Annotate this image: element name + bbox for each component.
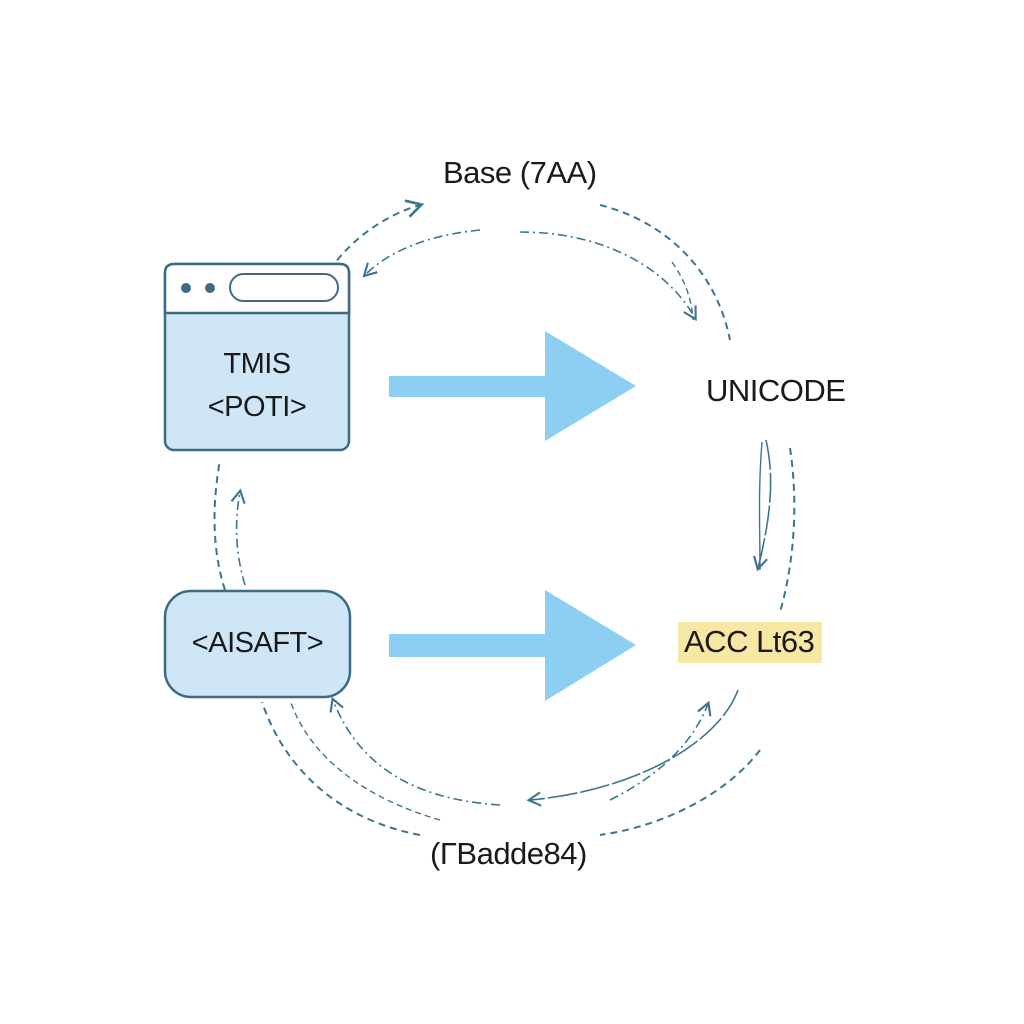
cycle-arc-left-inner	[230, 488, 246, 586]
cycle-arc-bottom-left-inner	[329, 696, 501, 806]
cycle-arc-bottom-right-up	[609, 700, 712, 801]
browser-box-line2: <POTI>	[207, 391, 307, 423]
browser-box-line1: TMIS	[223, 348, 291, 380]
cycle-arc-top-right-tail	[671, 261, 694, 321]
cycle-arc-top-right-inner	[519, 231, 697, 322]
pill-box	[163, 589, 352, 699]
cycle-arc-bottom-left-mid	[289, 699, 441, 821]
cycle-arc-right-outer	[779, 447, 796, 613]
pill-box-label: <AISAFT>	[191, 627, 324, 659]
cycle-arc-top-left-outer	[329, 199, 425, 271]
cycle-arc-top-left-inner	[362, 229, 481, 278]
cycle-arc-bottom-right-outer	[599, 749, 761, 836]
cycle-arc-right-inner	[753, 439, 772, 572]
cycle-arc-bottom-left-outer	[261, 701, 421, 836]
cycle-arc-bottom-right-inner	[526, 689, 739, 807]
label-unicode: UNICODE	[706, 373, 846, 408]
label-top: Base (7AA)	[443, 155, 597, 190]
window-dot-icon	[181, 283, 191, 293]
browser-window-box	[163, 262, 351, 452]
cycle-arc-top-right-outer	[599, 204, 731, 341]
window-dot-icon	[205, 283, 215, 293]
cycle-arc-right-mid	[758, 441, 763, 571]
flow-arrow-bottom	[389, 590, 636, 701]
address-bar	[229, 273, 339, 302]
cycle-arc-left-outer	[213, 459, 226, 591]
label-bottom: (ΓBadde84)	[430, 836, 587, 871]
label-acc-highlight: ACC Lt63	[678, 622, 823, 663]
flow-arrow-top	[389, 331, 636, 441]
label-acc: ACC Lt63	[678, 622, 823, 663]
